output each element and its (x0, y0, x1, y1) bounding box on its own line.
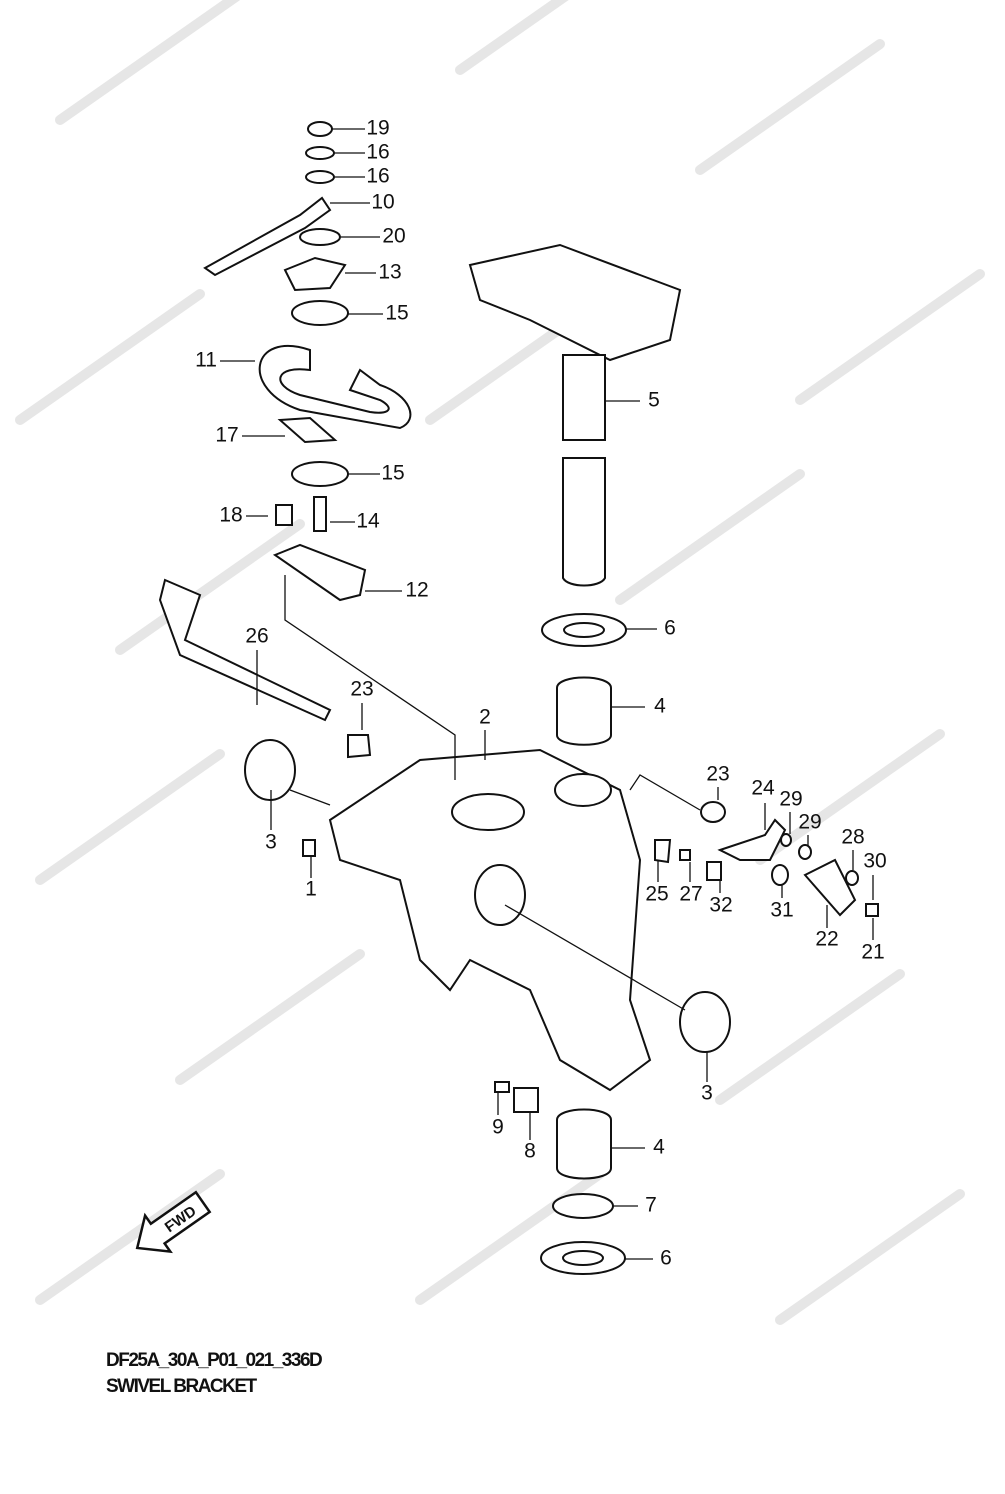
diagram-code: DF25A_30A_P01_021_336D (106, 1350, 323, 1371)
callout: 7 (645, 1194, 657, 1217)
callout: 23 (706, 763, 729, 786)
callout: 15 (385, 302, 408, 325)
callout: 4 (653, 1136, 665, 1159)
callout: 24 (751, 777, 775, 800)
fwd-arrow-icon: FWD (135, 1190, 212, 1254)
callout: 6 (664, 617, 676, 640)
callout: 16 (366, 141, 389, 164)
parts (158, 121, 879, 1275)
callout: 3 (265, 831, 277, 854)
callout: 4 (654, 695, 666, 718)
callout: 6 (660, 1247, 672, 1270)
callout: 29 (779, 788, 802, 811)
callout: 20 (382, 225, 405, 248)
watermark-mark (15, 289, 205, 425)
leader-lines (220, 128, 874, 1260)
callout: 5 (648, 389, 660, 412)
callout: 12 (405, 579, 428, 602)
watermark-mark (115, 519, 305, 655)
callout: 23 (350, 678, 373, 701)
watermark-mark (775, 1189, 965, 1325)
callout: 10 (371, 191, 394, 214)
watermark-mark (455, 0, 569, 75)
watermark-mark (415, 1169, 605, 1305)
callout: 1 (305, 878, 317, 901)
callout: 21 (861, 941, 884, 964)
callout: 2 (479, 706, 491, 729)
callout: 17 (215, 424, 238, 447)
callout: 13 (378, 261, 401, 284)
watermark-mark (715, 969, 905, 1105)
callout: 18 (219, 504, 242, 527)
callout: 11 (195, 349, 217, 372)
callout: 3 (701, 1082, 713, 1105)
watermark-mark (695, 39, 885, 175)
callout: 32 (709, 894, 732, 917)
callout: 16 (366, 165, 389, 188)
diagram-title: SWIVEL BRACKET (106, 1376, 257, 1397)
watermark-mark (55, 0, 241, 125)
callout: 19 (366, 117, 389, 140)
callout: 26 (245, 625, 268, 648)
callout: 22 (815, 928, 838, 951)
callout: 9 (492, 1116, 504, 1139)
watermark-mark (615, 469, 805, 605)
callout: 15 (381, 462, 404, 485)
callout: 30 (863, 850, 886, 873)
callout: 29 (798, 811, 821, 834)
callout: 28 (841, 826, 864, 849)
callout: 14 (356, 510, 380, 533)
watermark-mark (175, 949, 365, 1085)
callout: 27 (679, 883, 702, 906)
callout: 25 (645, 883, 668, 906)
callouts: 19 16 16 10 20 13 15 11 5 17 15 18 14 12… (195, 117, 887, 1270)
callout: 31 (770, 899, 793, 922)
watermark-mark (795, 269, 985, 405)
callout: 8 (524, 1140, 536, 1163)
watermark-mark (35, 749, 225, 885)
